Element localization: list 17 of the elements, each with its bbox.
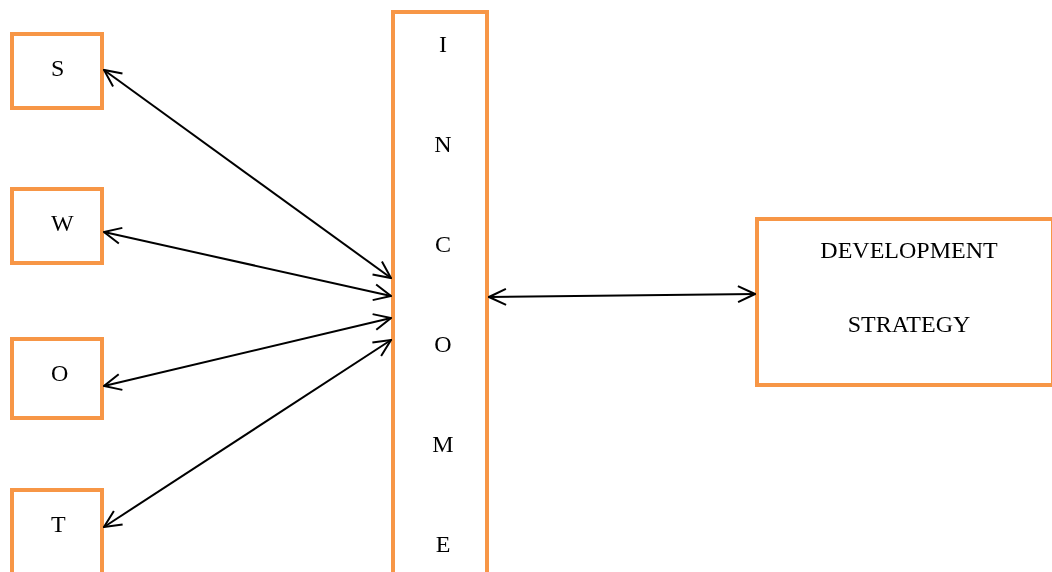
node-box [755, 217, 1052, 387]
node-box [10, 488, 104, 572]
double-arrow [103, 226, 392, 302]
node-label: T [51, 510, 66, 539]
vertical-label: I N C O M E [431, 30, 455, 559]
node-label: W [51, 209, 74, 238]
node-label: O [51, 359, 69, 388]
node-box [10, 337, 104, 420]
node-box [10, 32, 104, 110]
double-arrow [103, 69, 392, 279]
double-arrow [103, 339, 392, 528]
double-arrow [103, 313, 392, 391]
double-arrow [488, 285, 756, 306]
node-box [391, 10, 489, 572]
node-label: DEVELOPMENT STRATEGY [819, 236, 999, 339]
node-box [10, 187, 104, 265]
node-label: S [51, 54, 65, 83]
